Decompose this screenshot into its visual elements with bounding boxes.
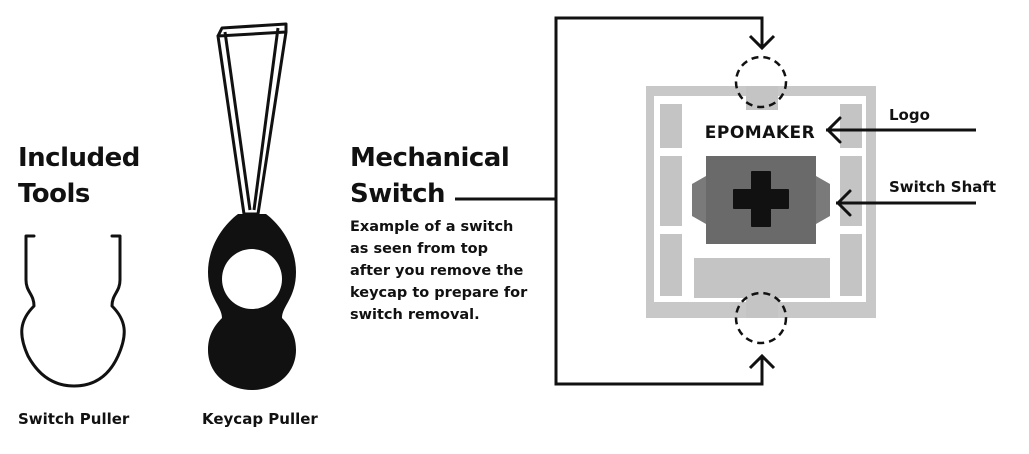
bottom-arrow-icon bbox=[748, 353, 776, 370]
description-line: after you remove the bbox=[350, 263, 524, 279]
tools-title: Included Tools bbox=[18, 140, 140, 212]
logo-label: Logo bbox=[889, 106, 930, 124]
removal-bracket-line bbox=[554, 16, 764, 386]
logo-arrow-icon bbox=[826, 116, 842, 144]
keycap-puller-label: Keycap Puller bbox=[202, 410, 318, 428]
cross-stem-icon bbox=[733, 171, 789, 227]
tools-title-line2: Tools bbox=[18, 179, 90, 209]
switch-section-title: Mechanical Switch bbox=[350, 140, 510, 212]
bottom-clip-marker bbox=[734, 291, 788, 345]
switch-title-line1: Mechanical bbox=[350, 143, 510, 173]
switch-brand-logo: EPOMAKER bbox=[705, 123, 815, 143]
switch-puller-label: Switch Puller bbox=[18, 410, 130, 428]
keycap-puller-icon bbox=[208, 22, 296, 390]
description-line: switch removal. bbox=[350, 307, 480, 323]
switch-shaft-label: Switch Shaft bbox=[889, 178, 996, 196]
tools-title-line1: Included bbox=[18, 143, 140, 173]
switch-puller-icon bbox=[20, 234, 126, 388]
description-line: Example of a switch bbox=[350, 219, 514, 235]
top-arrow-icon bbox=[748, 34, 776, 51]
description-line: as seen from top bbox=[350, 241, 488, 257]
switch-stem bbox=[692, 156, 830, 244]
switch-title-line2: Switch bbox=[350, 179, 446, 209]
switch-description: Example of a switch as seen from top aft… bbox=[350, 216, 527, 326]
shaft-arrow-icon bbox=[836, 189, 852, 217]
top-clip-marker bbox=[734, 55, 788, 109]
description-line: keycap to prepare for bbox=[350, 285, 528, 301]
